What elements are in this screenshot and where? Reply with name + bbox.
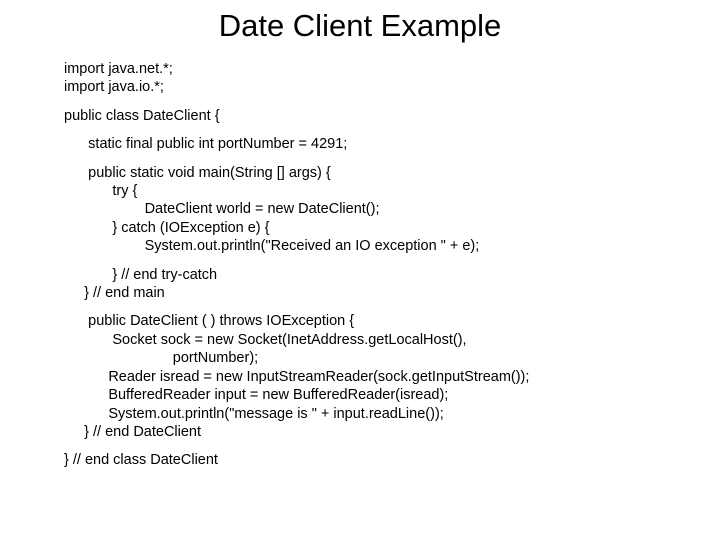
code-line: public static void main(String [] args) … <box>64 164 331 181</box>
code-line: public class DateClient { <box>64 107 220 124</box>
code-line-blank <box>64 154 720 164</box>
code-line: } // end class DateClient <box>64 452 218 469</box>
code-line: } // end try-catch <box>64 266 218 283</box>
code-line-blank <box>64 125 720 135</box>
code-line: } // end DateClient <box>64 423 202 440</box>
code-line-blank <box>64 97 720 107</box>
page-title: Date Client Example <box>218 8 502 43</box>
code-line-blank <box>64 256 720 266</box>
code-line: import java.net.*; <box>64 61 173 77</box>
code-line: import java.io.*; <box>64 79 164 96</box>
code-line: } catch (IOException e) { <box>64 219 270 236</box>
code-line: static final public int portNumber = 429… <box>64 136 348 153</box>
code-line: Reader isread = new InputStreamReader(so… <box>64 368 530 385</box>
code-line: try { <box>64 183 138 200</box>
code-line: BufferedReader input = new BufferedReade… <box>64 387 449 404</box>
code-line: public DateClient ( ) throws IOException… <box>64 313 355 330</box>
code-line-blank <box>64 441 720 451</box>
code-line: System.out.println("Received an IO excep… <box>64 238 480 255</box>
code-block: import java.net.*; import java.io.*; publi… <box>64 60 720 470</box>
code-line: portNumber); <box>64 350 259 367</box>
code-line: } // end main <box>64 285 165 302</box>
code-line-blank <box>64 302 720 312</box>
code-line: DateClient world = new DateClient(); <box>64 201 380 218</box>
code-line: System.out.println("message is " + input… <box>64 405 444 422</box>
code-line: Socket sock = new Socket(InetAddress.get… <box>64 331 467 348</box>
